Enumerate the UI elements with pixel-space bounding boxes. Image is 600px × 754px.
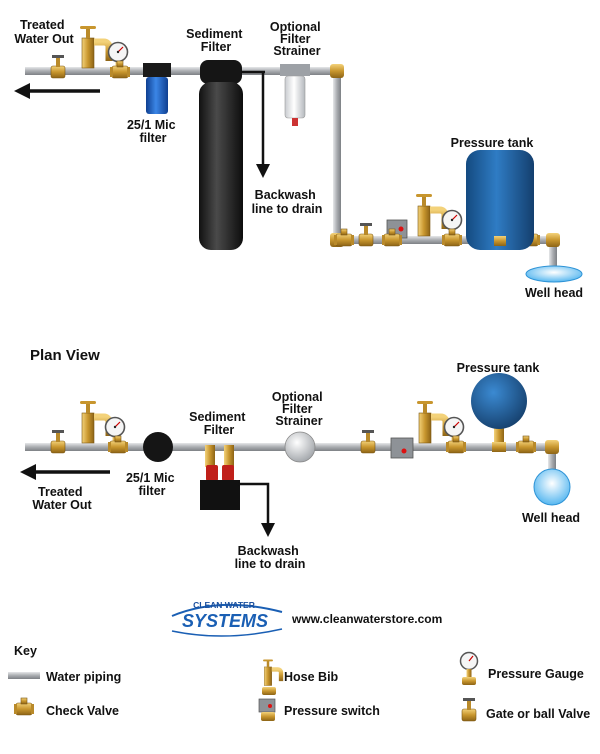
svg-text:Optional Filter St: Optional Filter Strainer: [270, 20, 324, 58]
check-valve-icon: [441, 228, 463, 247]
svg-text:Sediment Filter: Sediment Filter: [186, 27, 246, 54]
key-water-piping: Water piping: [46, 670, 121, 684]
water-piping-swatch: [8, 672, 40, 679]
plan-view-diagram: Plan View: [20, 347, 580, 571]
svg-text:25/1 Mic filter: 25/1 Mic filter: [127, 118, 179, 145]
pressure-gauge-icon: [459, 651, 479, 685]
label-sediment-filter-plan-2: Filter: [204, 423, 235, 437]
gate-valve-icon: [461, 697, 477, 722]
label-optional-3: Strainer: [273, 44, 320, 58]
check-valve-icon: [445, 435, 467, 454]
label-backwash-2: line to drain: [252, 202, 323, 216]
gate-valve-icon: [360, 429, 376, 454]
label-sediment-filter-plan-1: Sediment: [189, 410, 246, 424]
sediment-filter-valve-top: [200, 445, 240, 510]
key-gate-valve: Gate or ball Valve: [486, 707, 590, 721]
elbow-fitting: [546, 233, 560, 247]
pressure-tank-top: [471, 373, 527, 452]
key-hose-bib: Hose Bib: [284, 670, 339, 684]
svg-text:25/1 Mic filter: 25/1 Mic filter: [126, 471, 178, 498]
water-pipe-main-top: [25, 67, 340, 75]
label-mic-filter-2: filter: [139, 131, 166, 145]
well-head-plan: [533, 468, 571, 506]
pressure-tank: [466, 150, 534, 250]
label-backwash-1: Backwash: [255, 188, 316, 202]
label-pressure-tank: Pressure tank: [451, 136, 534, 150]
svg-text:Backwash line to drain: Backwash line to drain: [252, 188, 323, 216]
check-valve-icon: [515, 435, 537, 454]
pressure-switch-icon: [390, 437, 414, 459]
svg-text:Treated Water Out: Treated Water Out: [32, 485, 92, 512]
flow-arrow-out-plan: [20, 464, 110, 480]
svg-text:Backwash line to drain: Backwash line to drain: [235, 544, 306, 571]
elbow-fitting: [330, 64, 344, 78]
hose-bib-icon: [80, 26, 109, 68]
svg-text:Optional Filter St: Optional Filter Strainer: [272, 390, 326, 428]
water-pipe-to-well: [549, 240, 557, 268]
legend-key: Key Water piping Check Valve Hose Bib Pr…: [8, 644, 590, 722]
key-check-valve: Check Valve: [46, 704, 119, 718]
hose-bib-icon: [416, 194, 445, 236]
clean-water-systems-logo: CLEAN WATER SYSTEMS: [171, 600, 283, 637]
optional-strainer-top: [284, 431, 316, 463]
website-url: www.cleanwaterstore.com: [291, 612, 442, 626]
label-pressure-tank-plan: Pressure tank: [457, 361, 540, 375]
label-backwash-plan-1: Backwash: [238, 544, 299, 558]
logo-line1: CLEAN WATER: [193, 600, 255, 610]
label-backwash-plan-2: line to drain: [235, 557, 306, 571]
label-treated-water-out-1: Treated: [20, 18, 64, 32]
check-valve-icon: [109, 60, 131, 79]
key-pressure-switch: Pressure switch: [284, 704, 380, 718]
label-treated-water-out-2: Water Out: [14, 32, 74, 46]
label-optional-plan-1: Optional: [272, 390, 323, 404]
water-pipe-vertical: [333, 72, 341, 242]
label-sediment-filter-1: Sediment: [186, 27, 243, 41]
key-pressure-gauge: Pressure Gauge: [488, 667, 584, 681]
backwash-drain-line-plan: [238, 482, 275, 537]
label-treated-water-out-plan-2: Water Out: [32, 498, 92, 512]
label-mic-filter-1: 25/1 Mic: [127, 118, 176, 132]
label-well-head-plan: Well head: [522, 511, 580, 525]
logo-line2: SYSTEMS: [182, 611, 268, 631]
label-mic-filter-plan-1: 25/1 Mic: [126, 471, 175, 485]
label-optional-plan-2: Filter: [282, 402, 313, 416]
mic-filter-housing: [143, 63, 171, 114]
water-pipe-to-well-plan: [548, 447, 556, 475]
elevation-diagram: Treated Water Out Sediment Filter Option…: [14, 18, 583, 300]
hose-bib-icon: [263, 659, 281, 685]
check-valve-icon: [107, 435, 129, 454]
gate-valve-icon: [50, 429, 66, 454]
gate-valve-icon: [50, 54, 66, 79]
plan-view-title: Plan View: [30, 347, 100, 364]
pressure-switch-icon: [258, 698, 276, 721]
hose-bib-icon: [80, 401, 109, 443]
well-head: [525, 265, 583, 283]
backwash-drain-line: [256, 72, 270, 178]
label-optional-plan-3: Strainer: [275, 414, 322, 428]
label-optional-2: Filter: [280, 32, 311, 46]
key-title: Key: [14, 644, 37, 658]
elbow-fitting: [545, 440, 559, 454]
label-mic-filter-plan-2: filter: [138, 484, 165, 498]
flow-arrow-out: [14, 83, 100, 99]
sediment-filter-tank: [199, 60, 265, 250]
label-well-head: Well head: [525, 286, 583, 300]
mic-filter-top: [143, 432, 173, 462]
label-optional-1: Optional: [270, 20, 321, 34]
optional-filter-strainer: [280, 64, 310, 126]
label-treated-water-out-plan-1: Treated: [38, 485, 82, 499]
check-valve-icon: [13, 697, 35, 716]
svg-text:Treated Water Out: Treated Water Out: [14, 18, 74, 46]
svg-text:Sediment Filter: Sediment Filter: [189, 410, 249, 437]
label-sediment-filter-2: Filter: [201, 40, 232, 54]
gate-valve-icon: [358, 222, 374, 247]
hose-bib-icon: [417, 401, 446, 443]
